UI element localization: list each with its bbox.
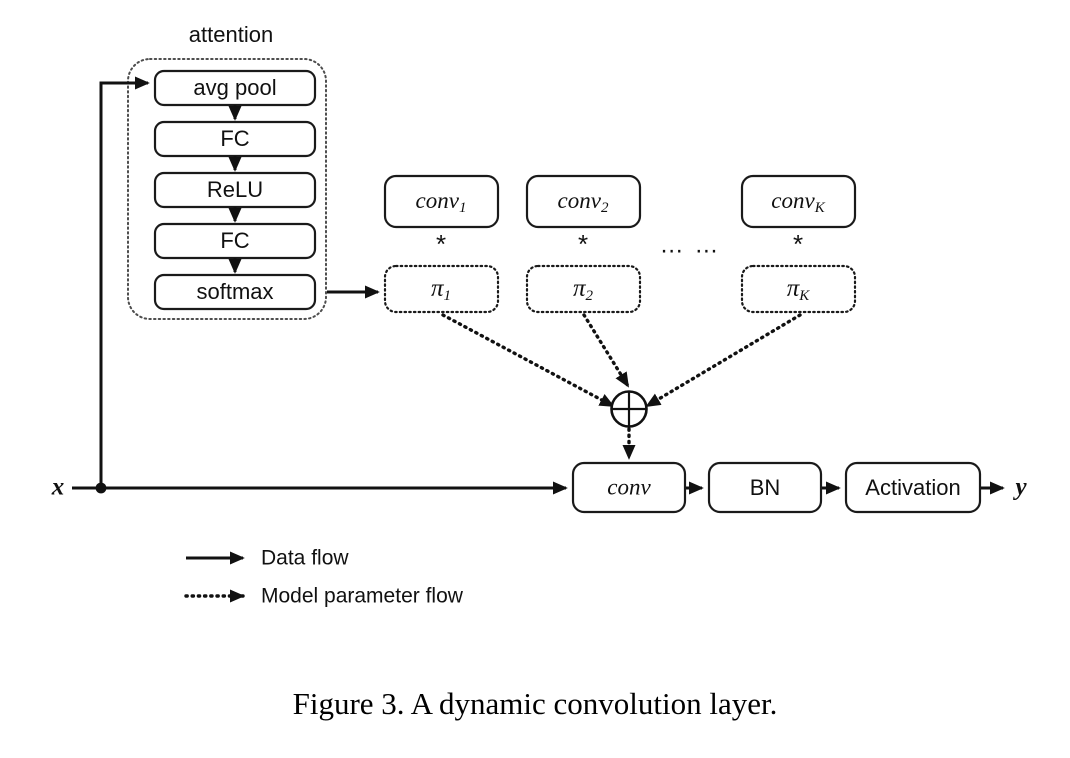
bn-box[interactable] xyxy=(707,461,823,514)
output-y-label: y xyxy=(1012,474,1027,501)
kernel-column-k: convK * πK xyxy=(740,174,857,314)
pi-k-label: πK xyxy=(787,275,811,305)
pi-1-box[interactable] xyxy=(383,264,500,314)
pipeline-bn[interactable]: BN xyxy=(707,461,823,514)
attention-group: attention avg pool FC ReLU xyxy=(127,22,327,320)
param-flow-pi2-to-sum xyxy=(582,313,630,388)
multiply-symbol-1: * xyxy=(436,229,446,259)
fc1-label: FC xyxy=(220,126,249,151)
bn-label: BN xyxy=(750,475,781,500)
conv-box[interactable] xyxy=(571,461,687,514)
pipeline-conv[interactable]: conv xyxy=(571,461,687,514)
input-branch: x xyxy=(51,76,568,501)
multiply-symbol-2: * xyxy=(578,229,588,259)
activation-box[interactable] xyxy=(844,461,982,514)
data-flow-x-to-attention xyxy=(99,76,150,488)
kernel-ellipsis: … … xyxy=(660,231,721,258)
avg-pool-label: avg pool xyxy=(193,75,276,100)
pipeline-activation[interactable]: Activation xyxy=(844,461,982,514)
figure-caption: Figure 3. A dynamic convolution layer. xyxy=(292,686,778,721)
legend-parameter-flow-label: Model parameter flow xyxy=(261,585,464,608)
conv-2-box[interactable] xyxy=(525,174,642,229)
attention-item-relu[interactable]: ReLU xyxy=(153,171,317,209)
pi-1-label: π1 xyxy=(431,275,451,305)
legend-item-parameter-flow: Model parameter flow xyxy=(184,585,464,608)
legend-item-data-flow: Data flow xyxy=(186,547,349,570)
kernel-column-2: conv2 * π2 xyxy=(525,174,642,314)
attention-item-fc-2[interactable]: FC xyxy=(153,222,317,260)
legend: Data flow Model parameter flow xyxy=(184,547,464,608)
conv-1-label: conv1 xyxy=(416,188,467,216)
fc2-label: FC xyxy=(220,228,249,253)
pi-2-box[interactable] xyxy=(525,264,642,314)
attention-item-fc-1[interactable]: FC xyxy=(153,120,317,158)
conv-k-label: convK xyxy=(771,188,825,216)
attention-item-softmax[interactable]: softmax xyxy=(153,273,317,311)
attention-group-border xyxy=(127,58,327,320)
param-flow-pik-to-sum xyxy=(645,313,802,408)
param-flow-pi1-to-sum xyxy=(441,313,615,408)
softmax-label: softmax xyxy=(196,279,273,304)
summation-node xyxy=(610,390,648,428)
branch-junction-dot xyxy=(95,482,107,494)
pi-2-label: π2 xyxy=(573,275,594,305)
input-x-label: x xyxy=(51,474,65,501)
relu-label: ReLU xyxy=(207,177,263,202)
multiply-symbol-k: * xyxy=(793,229,803,259)
attention-item-avg-pool[interactable]: avg pool xyxy=(153,69,317,107)
conv-label: conv xyxy=(607,474,651,499)
kernel-column-1: conv1 * π1 xyxy=(383,174,500,314)
activation-label: Activation xyxy=(865,475,960,500)
conv-k-box[interactable] xyxy=(740,174,857,229)
attention-group-label: attention xyxy=(189,22,273,47)
conv-2-label: conv2 xyxy=(558,188,609,216)
softmax-box[interactable] xyxy=(153,273,317,311)
conv-1-box[interactable] xyxy=(383,174,500,229)
pi-k-box[interactable] xyxy=(740,264,857,314)
legend-data-flow-label: Data flow xyxy=(261,547,349,570)
